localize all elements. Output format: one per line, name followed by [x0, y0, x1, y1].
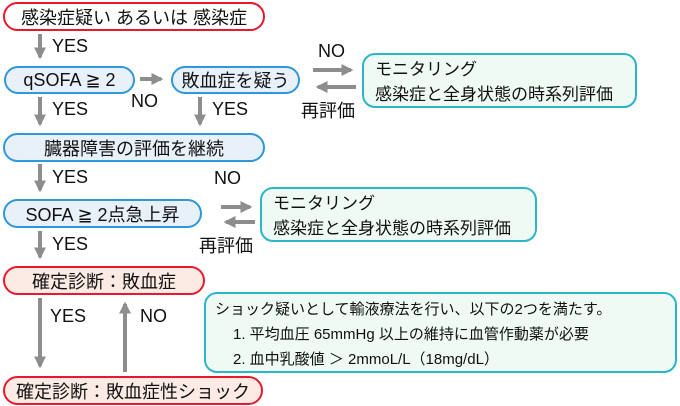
edge-label-yes-suspect: YES — [212, 99, 249, 119]
shock-criteria-line1: ショック疑いとして輸液療法を行い、以下の2つを満たす。 — [215, 301, 612, 318]
node-qsofa: qSOFA ≧ 2 — [4, 66, 135, 94]
edge-label-reeval-2: 再評価 — [199, 236, 253, 256]
edge-label-yes-qsofa: YES — [52, 99, 89, 119]
node-continue-organ-eval: 臓器障害の評価を継続 — [3, 133, 265, 162]
edge-label-no-qsofa: NO — [131, 91, 158, 111]
shock-criteria-line2: 1. 平均血圧 65mmHg 以上の維持に血管作動薬が必要 — [233, 326, 589, 343]
edge-label-yes-infection: YES — [52, 36, 89, 56]
edge-label-yes-sepsis: YES — [50, 306, 87, 326]
node-infection: 感染症疑い あるいは 感染症 — [3, 2, 265, 31]
edge-label-no-sepsis: NO — [140, 306, 167, 326]
node-monitoring-2: モニタリング 感染症と全身状態の時系列評価 — [260, 187, 537, 242]
monitoring-2-line1: モニタリング — [273, 194, 375, 213]
shock-criteria-line3: 2. 血中乳酸値 ＞ 2mmoL/L（18mg/dL） — [233, 351, 499, 368]
edge-label-no-sofa: NO — [214, 168, 241, 188]
edge-label-reeval-1: 再評価 — [301, 101, 355, 121]
edge-label-yes-sofa: YES — [52, 234, 89, 254]
monitoring-1-line2: 感染症と全身状態の時系列評価 — [375, 85, 613, 104]
node-sofa: SOFA ≧ 2点急上昇 — [3, 199, 202, 228]
node-diagnosis-sepsis: 確定診断：敗血症 — [3, 266, 205, 295]
node-shock-criteria: ショック疑いとして輸液療法を行い、以下の2つを満たす。 1. 平均血圧 65mm… — [204, 292, 677, 373]
edge-label-yes-organ: YES — [52, 167, 89, 187]
node-diagnosis-septic-shock: 確定診断：敗血症性ショック — [3, 376, 263, 405]
node-suspect-sepsis: 敗血症を疑う — [171, 66, 300, 94]
edge-label-no-suspect: NO — [318, 41, 345, 61]
monitoring-2-line2: 感染症と全身状態の時系列評価 — [273, 219, 511, 238]
monitoring-1-line1: モニタリング — [375, 60, 477, 79]
node-monitoring-1: モニタリング 感染症と全身状態の時系列評価 — [362, 53, 637, 108]
